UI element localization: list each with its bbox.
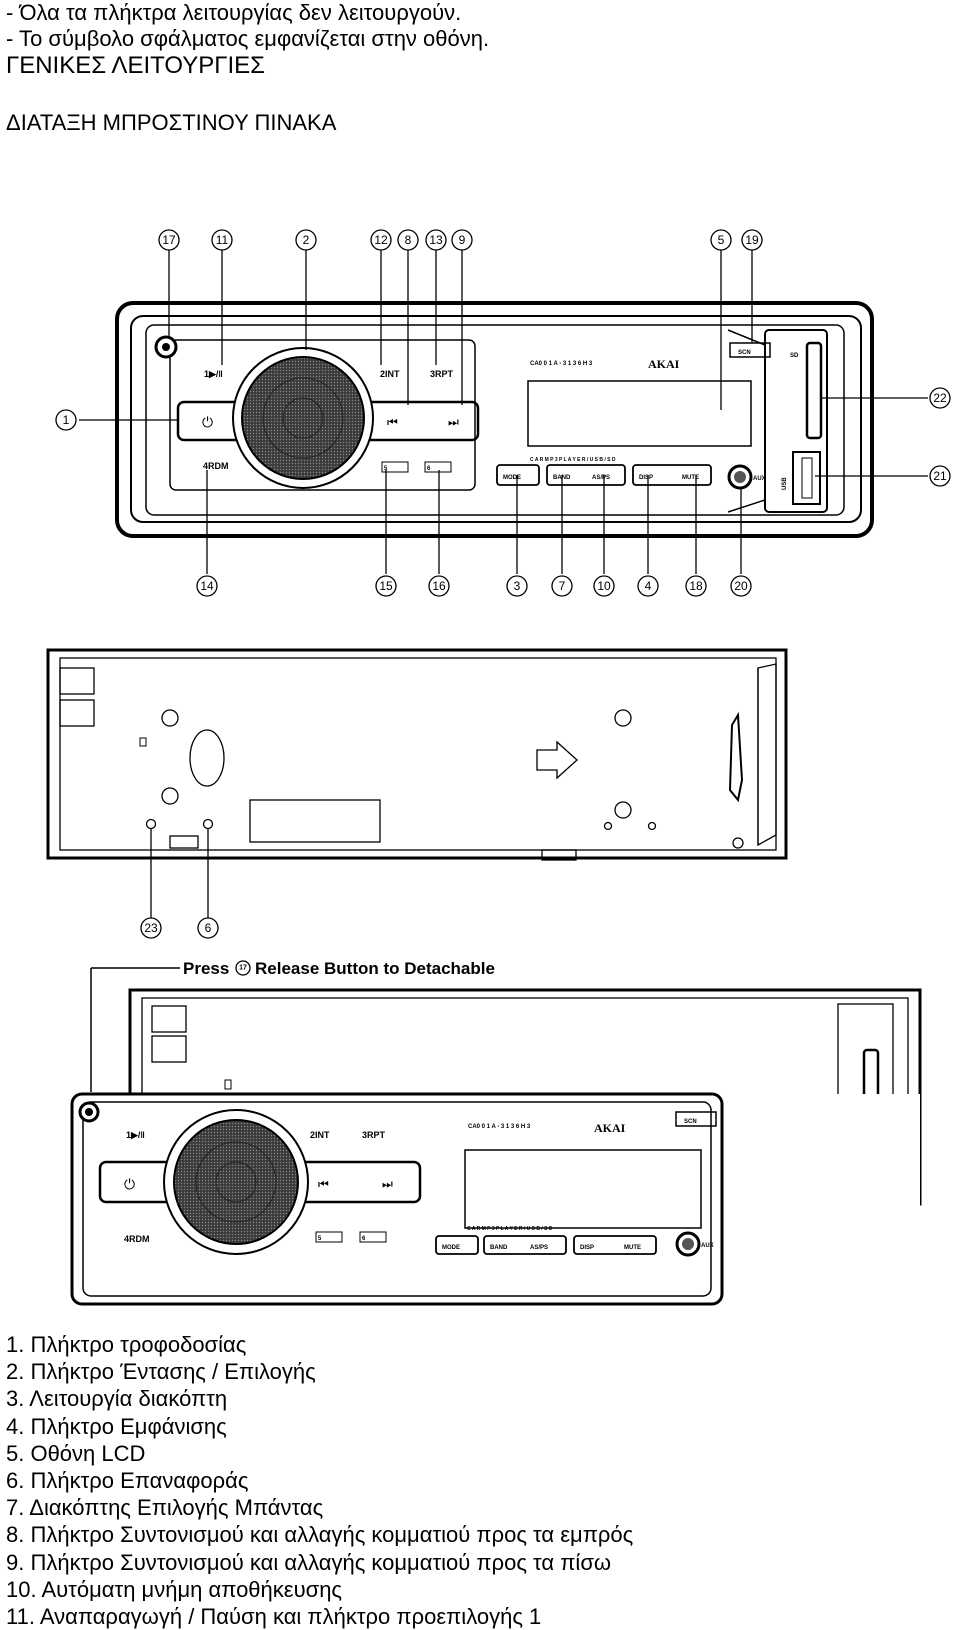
svg-text:BAND: BAND: [490, 1245, 508, 1251]
svg-text:3RPT: 3RPT: [362, 1130, 386, 1140]
svg-text:AUX: AUX: [701, 1243, 714, 1249]
volume-knob: [232, 347, 374, 489]
svg-text:⏻: ⏻: [124, 1176, 135, 1192]
svg-text:MUTE: MUTE: [624, 1245, 641, 1251]
legend-item: 7. Διακόπτης Επιλογής Μπάντας: [6, 1495, 324, 1521]
legend-item: 4. Πλήκτρο Εμφάνισης: [6, 1413, 227, 1439]
asps-label: AS/PS: [592, 475, 610, 481]
legend-item: 6. Πλήκτρο Επαναφοράς: [6, 1468, 249, 1494]
intro-line-2: - Το σύμβολο σφάλματος εμφανίζεται στην …: [6, 26, 490, 51]
svg-text:6: 6: [205, 921, 212, 935]
svg-text:Press: Press: [183, 959, 229, 978]
model-label: CA0 0 1 A - 3 1 3 6 H 3: [530, 361, 593, 367]
svg-text:AUX: AUX: [753, 476, 766, 482]
mode-label: MODE: [503, 475, 521, 481]
power-icon: ⏻: [202, 414, 213, 430]
legend-item: 5. Οθόνη LCD: [6, 1440, 146, 1466]
rdm-label: 4RDM: [203, 461, 229, 471]
legend-item: 8. Πλήκτρο Συντονισμού και αλλαγής κομμα…: [6, 1522, 634, 1548]
svg-text:15: 15: [379, 579, 393, 593]
mute-label: MUTE: [682, 475, 699, 481]
section-title: ΓΕΝΙΚΕΣ ΛΕΙΤΟΥΡΓΙΕΣ: [6, 52, 265, 79]
svg-text:23: 23: [144, 921, 158, 935]
svg-text:CA0 0 1 A - 3 1 3 6 H 3: CA0 0 1 A - 3 1 3 6 H 3: [468, 1124, 531, 1130]
subsection-title: ΔΙΑΤΑΞΗ ΜΠΡΟΣΤΙΝΟΥ ΠΙΝΑΚΑ: [6, 110, 337, 135]
svg-text:21: 21: [933, 469, 947, 483]
svg-text:12: 12: [374, 233, 388, 247]
callout-leaders: [79, 250, 928, 574]
chassis-leaders: [150, 828, 209, 918]
svg-text:SD: SD: [790, 353, 799, 359]
svg-text:SCN: SCN: [684, 1119, 697, 1125]
svg-text:5: 5: [718, 233, 725, 247]
svg-text:22: 22: [933, 391, 947, 405]
prev-track-icon: ⏮: [387, 415, 398, 429]
svg-text:5: 5: [318, 1236, 322, 1242]
svg-text:C A R M P 3 P L A Y E R / U: C A R M P 3 P L A Y E R / U S B / S D: [467, 1226, 553, 1232]
legend-item: 10. Αυτόματη μνήμη αποθήκευσης: [6, 1576, 343, 1602]
svg-text:19: 19: [745, 233, 759, 247]
detached-panel-front: 1▶/‖ ⏻ 4RDM 2INT 3RPT ⏮ ⏭ 5 6 CA0 0 1 A …: [70, 1092, 920, 1306]
legend-item: 3. Λειτουργία διακόπτη: [6, 1386, 228, 1412]
svg-text:1▶/‖: 1▶/‖: [126, 1130, 145, 1140]
svg-text:1: 1: [63, 413, 70, 427]
svg-text:8: 8: [405, 233, 412, 247]
svg-text:MODE: MODE: [442, 1245, 460, 1251]
chassis-back: [46, 648, 788, 861]
svg-text:Release Button to Detachable: Release Button to Detachable: [255, 959, 495, 978]
next-track-icon: ⏭: [448, 415, 459, 429]
svg-text:DISP: DISP: [580, 1245, 594, 1251]
svg-text:7: 7: [559, 579, 566, 593]
detach-caption: Press 17 Release Button to Detachable: [90, 959, 495, 1092]
svg-text:6: 6: [427, 466, 431, 472]
svg-text:2INT: 2INT: [310, 1130, 330, 1140]
legend-list: 1. Πλήκτρο τροφοδοσίας 2. Πλήκτρο Ένταση…: [6, 1331, 633, 1630]
svg-text:4: 4: [645, 579, 652, 593]
svg-text:USB: USB: [782, 477, 788, 490]
front-panel-diagram: 1▶/‖ ⏻ 4RDM 2INT 3RPT ⏮ ⏭ 5 6 CA0 0 1 A …: [46, 229, 951, 1306]
brand-logo: AKAI: [648, 357, 680, 371]
svg-text:AS/PS: AS/PS: [530, 1245, 548, 1251]
svg-text:18: 18: [689, 579, 703, 593]
svg-text:20: 20: [734, 579, 748, 593]
callout-top: 17 11 2 12 8 13 9 5 19: [158, 229, 763, 251]
svg-text:5: 5: [384, 466, 388, 472]
svg-text:AKAI: AKAI: [594, 1121, 626, 1135]
svg-text:17: 17: [162, 233, 176, 247]
disp-label: DISP: [639, 475, 653, 481]
svg-text:⏭: ⏭: [382, 1177, 393, 1191]
scn-label: SCN: [738, 350, 751, 356]
legend-item: 2. Πλήκτρο Έντασης / Επιλογής: [6, 1359, 316, 1385]
legend-item: 9. Πλήκτρο Συντονισμού και αλλαγής κομμα…: [6, 1549, 612, 1575]
int-label: 2INT: [380, 369, 400, 379]
svg-text:2: 2: [303, 233, 310, 247]
callout-back: 23 6: [140, 917, 219, 939]
svg-text:14: 14: [200, 579, 214, 593]
svg-text:9: 9: [459, 233, 466, 247]
callout-bottom: 14 15 16 3 7 10 4 18 20: [196, 575, 752, 597]
intro-line-1: - Όλα τα πλήκτρα λειτουργίας δεν λειτουρ…: [6, 0, 462, 25]
legend-item: 11. Αναπαραγωγή / Παύση και πλήκτρο προε…: [6, 1604, 542, 1630]
front-panel: 1▶/‖ ⏻ 4RDM 2INT 3RPT ⏮ ⏭ 5 6 CA0 0 1 A …: [115, 301, 874, 538]
svg-text:3: 3: [514, 579, 521, 593]
svg-text:⏮: ⏮: [318, 1177, 329, 1191]
svg-text:10: 10: [597, 579, 611, 593]
svg-text:16: 16: [432, 579, 446, 593]
svg-text:4RDM: 4RDM: [124, 1234, 150, 1244]
svg-text:17: 17: [239, 965, 247, 972]
callout-sides: 1 22 21: [55, 387, 951, 487]
rpt-label: 3RPT: [430, 369, 454, 379]
svg-text:11: 11: [216, 233, 229, 247]
tagline: C A R M P 3 P L A Y E R / U S B / S D: [530, 457, 616, 463]
svg-text:13: 13: [429, 233, 443, 247]
play-pause-label: 1▶/‖: [204, 369, 223, 379]
svg-text:6: 6: [362, 1236, 366, 1242]
legend-item: 1. Πλήκτρο τροφοδοσίας: [6, 1332, 247, 1357]
